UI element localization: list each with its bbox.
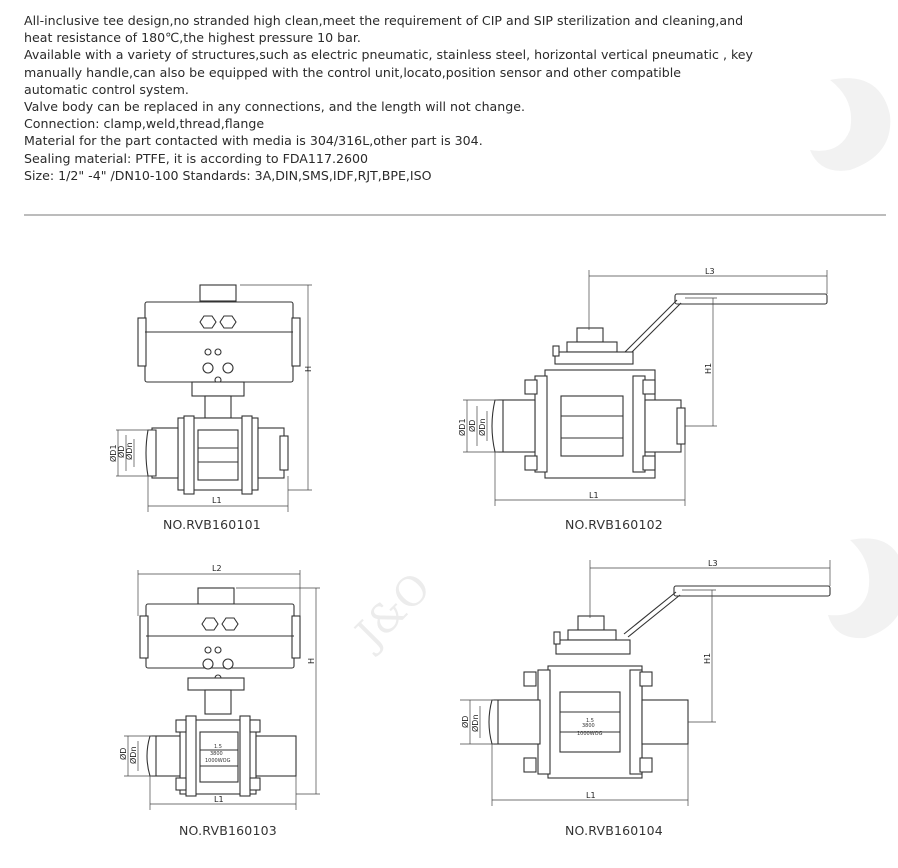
drawing-caption: NO.RVB160101 [163,517,261,532]
drawing-caption: NO.RVB160102 [565,517,663,532]
svg-text:1000WOG: 1000WOG [205,758,231,764]
product-description: All-inclusive tee design,no stranded hig… [24,12,884,184]
section-divider [24,214,886,216]
svg-text:3800: 3800 [210,751,223,757]
svg-text:H1: H1 [703,653,712,664]
svg-text:1.5: 1.5 [214,744,222,750]
svg-text:L1: L1 [589,491,599,500]
svg-text:ØDn: ØDn [128,746,138,764]
drawing-caption: NO.RVB160104 [565,823,663,838]
drawing-caption: NO.RVB160103 [179,823,277,838]
description-line: All-inclusive tee design,no stranded hig… [24,13,744,28]
svg-text:L2: L2 [212,564,222,573]
svg-text:ØD1: ØD1 [108,444,118,462]
description-line: manually handle,can also be equipped wit… [24,64,681,80]
svg-text:ØDn: ØDn [124,442,134,460]
svg-text:ØD: ØD [467,420,477,432]
valve-drawing-rvb160101: H L1 ØD1 ØD ØDn [108,284,313,512]
svg-text:H1: H1 [704,363,713,374]
description-line: Material for the part contacted with med… [24,133,483,149]
description-line: Size: 1/2" -4" /DN10-100 Standards: 3A,D… [24,167,432,183]
svg-text:1.5: 1.5 [586,718,594,724]
description-line: heat resistance of 180℃,the highest pres… [24,30,361,46]
svg-text:H: H [304,366,313,372]
svg-text:L1: L1 [214,795,224,804]
description-line: Valve body can be replaced in any connec… [24,99,525,115]
svg-text:ØD: ØD [116,446,126,458]
description-line: automatic control system. [24,81,189,97]
description-line: Sealing material: PTFE, it is according … [24,150,369,166]
svg-text:L1: L1 [212,496,222,505]
valve-drawing-rvb160102: L3 H1 L1 ØD1 ØD ØDn [457,267,828,506]
svg-text:H: H [307,658,316,664]
svg-text:1000WOG: 1000WOG [577,731,603,737]
description-line: Available with a variety of structures,s… [24,47,754,63]
description-line: Connection: clamp,weld,thread,flange [24,116,265,132]
svg-text:ØD: ØD [460,716,470,728]
valve-drawing-rvb160104: 1.5 3800 1000WOG L3 H1 L1 ØD ØDn [460,559,831,806]
valve-drawing-rvb160103: 1.5 3800 1000WOG L2 H L1 ØD ØDn [118,564,320,810]
svg-text:ØD: ØD [118,748,128,760]
svg-text:L3: L3 [708,559,718,568]
svg-text:J&O: J&O [345,564,440,659]
svg-text:3800: 3800 [582,723,595,729]
svg-text:ØD1: ØD1 [457,418,467,436]
svg-text:ØDn: ØDn [477,418,487,436]
svg-text:L3: L3 [705,267,715,276]
svg-text:ØDn: ØDn [470,714,480,732]
svg-text:L1: L1 [586,791,596,800]
